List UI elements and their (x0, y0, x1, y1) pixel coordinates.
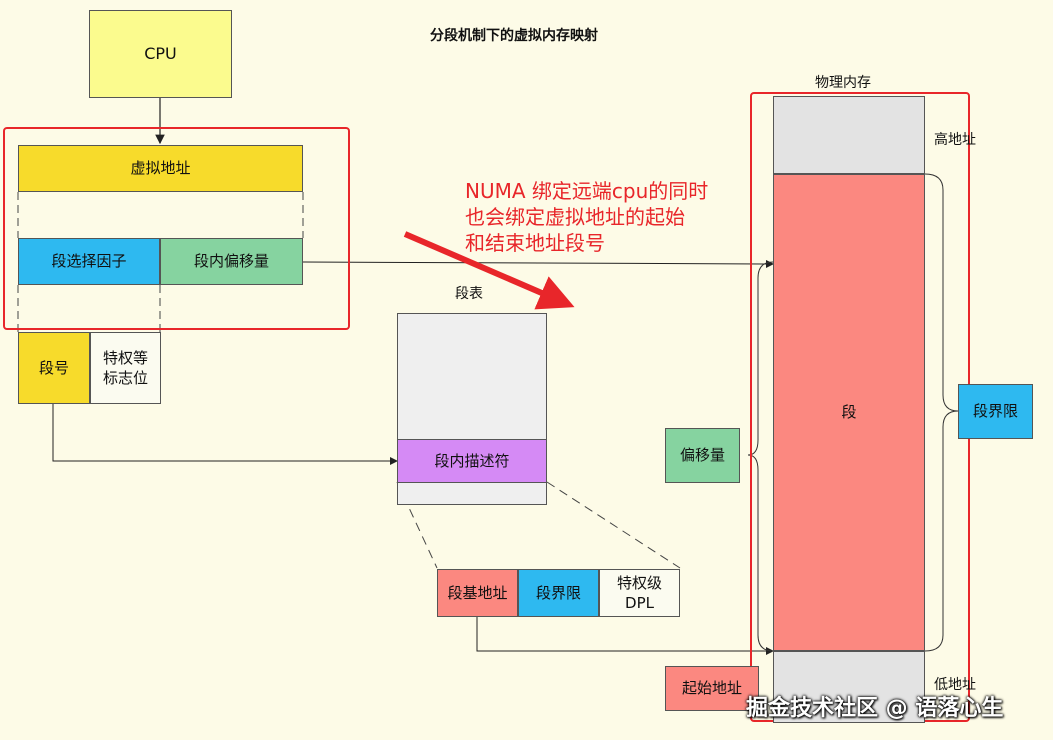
offset-box: 偏移量 (665, 428, 740, 483)
cpu-box: CPU (89, 10, 232, 98)
segment-descriptor-box: 段内描述符 (397, 439, 547, 483)
segment-limit-box: 段界限 (518, 569, 599, 617)
memory-high-region (773, 96, 925, 174)
virtual-address-highlight-frame (3, 127, 350, 330)
numa-annotation: NUMA 绑定远端cpu的同时 也会绑定虚拟地址的起始 和结束地址段号 (465, 179, 709, 255)
low-address-label: 低地址 (934, 677, 976, 693)
zoom-line-right (546, 481, 681, 569)
virtual-address-box: 虚拟地址 (18, 145, 303, 192)
annotation-arrow (403, 231, 575, 310)
high-address-label: 高地址 (934, 132, 976, 148)
offset-brace (747, 261, 774, 652)
memory-low-region (773, 651, 925, 723)
segment-selector-box: 段选择因子 (18, 238, 160, 285)
privilege-level-box: 特权级 DPL (599, 569, 680, 617)
segment-limit-side-box: 段界限 (958, 384, 1033, 439)
segment-base-box: 段基地址 (437, 569, 518, 617)
segment-offset-box: 段内偏移量 (160, 238, 303, 285)
segment-table-label: 段表 (455, 286, 483, 302)
segment-base-to-memory-arrow (476, 617, 774, 655)
diagram-title: 分段机制下的虚拟内存映射 (430, 28, 598, 44)
offset-to-memory-arrow (302, 259, 774, 268)
start-address-box: 起始地址 (665, 666, 759, 711)
segment-number-box: 段号 (18, 332, 90, 404)
physical-memory-label: 物理内存 (815, 75, 871, 91)
privilege-flags-box: 特权等 标志位 (90, 332, 161, 404)
memory-segment: 段 (773, 174, 925, 651)
segment-number-to-descriptor-arrow (52, 404, 398, 465)
watermark: 掘金技术社区 @ 语落心生 (746, 696, 1004, 721)
